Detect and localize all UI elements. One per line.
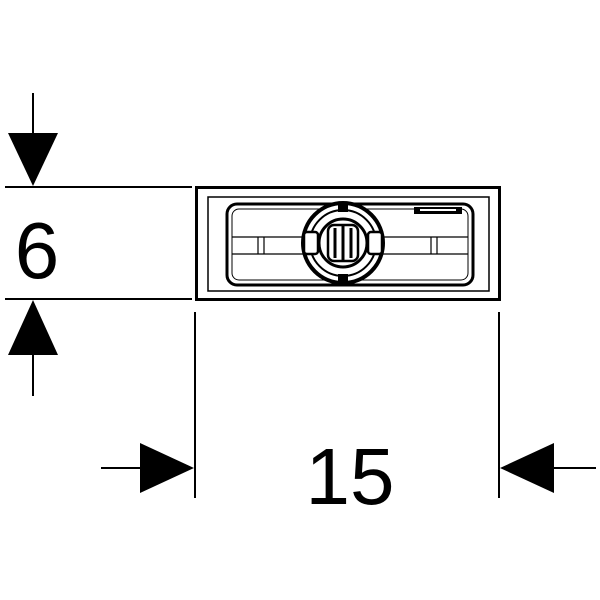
width-dimension-label: 15 bbox=[306, 432, 395, 521]
knob-notch-top bbox=[338, 204, 348, 212]
width-dimension: 15 bbox=[101, 312, 596, 521]
component-front-view bbox=[195, 186, 501, 301]
center-knob bbox=[301, 201, 385, 285]
height-dimension: 6 bbox=[5, 93, 192, 396]
marking-strip-highlight bbox=[420, 209, 456, 211]
knob-lug-left bbox=[302, 230, 320, 256]
width-arrow-right-head bbox=[500, 443, 554, 493]
inner-frame bbox=[207, 196, 490, 292]
height-arrow-top-head bbox=[8, 133, 58, 186]
knob-lug-right bbox=[366, 230, 384, 256]
width-arrow-left-head bbox=[140, 443, 194, 493]
outer-frame bbox=[195, 186, 501, 301]
height-arrow-bottom-head bbox=[8, 300, 58, 355]
knob-notch-bottom bbox=[338, 274, 348, 282]
height-dimension-label: 6 bbox=[15, 206, 60, 295]
